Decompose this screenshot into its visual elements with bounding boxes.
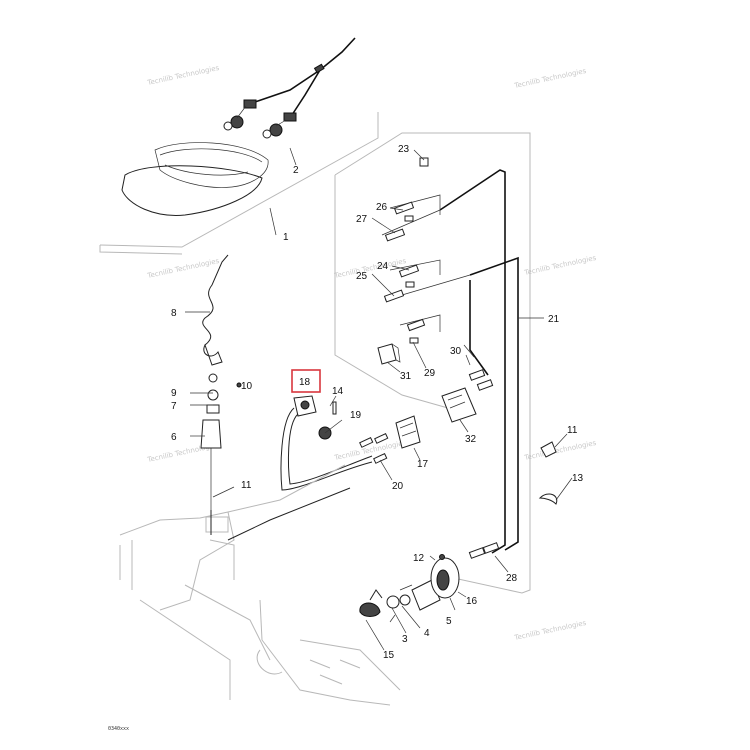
- callout-28: 28: [506, 573, 518, 584]
- callout-23: 23: [398, 144, 410, 155]
- leader-lines: [185, 147, 573, 651]
- callout-15: 15: [383, 650, 395, 661]
- callout-20: 20: [392, 481, 404, 492]
- callout-11-left: 11: [241, 480, 252, 491]
- terminals-group: [381, 157, 471, 344]
- callouts: 1 2 3 4 5 6 7 8 9 10 11 11 12 13 14 15 1…: [171, 144, 584, 661]
- callout-2: 2: [293, 165, 299, 176]
- callout-7: 7: [171, 401, 177, 412]
- callout-31: 31: [400, 371, 412, 382]
- callout-12: 12: [413, 553, 425, 564]
- callout-32: 32: [465, 434, 477, 445]
- highlight-box-18: [291, 369, 321, 393]
- tether-cord: [200, 254, 242, 510]
- callout-24: 24: [377, 261, 389, 272]
- callout-6: 6: [171, 432, 177, 443]
- connector-31: [377, 343, 401, 365]
- callout-1: 1: [283, 232, 289, 243]
- connector-28: [468, 542, 500, 559]
- callout-29: 29: [424, 368, 436, 379]
- callout-25: 25: [356, 271, 368, 282]
- switch-18: [280, 395, 373, 491]
- drawing-code: 0340xxx: [108, 726, 129, 732]
- watermark-8: Tecnilib Technologies: [523, 439, 598, 462]
- wiring-harness: [439, 169, 506, 554]
- parts-17-19-20: [318, 415, 421, 464]
- watermark-1: Tecnilib Technologies: [146, 64, 221, 87]
- callout-19: 19: [350, 410, 362, 421]
- callout-16: 16: [466, 596, 478, 607]
- callout-10: 10: [241, 381, 253, 392]
- callout-18: 18: [299, 377, 311, 388]
- callout-13: 13: [572, 473, 584, 484]
- callout-26: 26: [376, 202, 388, 213]
- ignition-switch: [359, 554, 460, 623]
- headlamp-frame: [99, 112, 379, 248]
- fasteners-11-13: [538, 441, 558, 505]
- watermark-2: Tecnilib Technologies: [513, 67, 588, 90]
- callout-5: 5: [446, 616, 452, 627]
- watermark-5: Tecnilib Technologies: [523, 254, 598, 277]
- callout-17: 17: [417, 459, 429, 470]
- callout-8: 8: [171, 308, 177, 319]
- chassis-frame: [119, 464, 401, 706]
- callout-9: 9: [171, 388, 177, 399]
- callout-21: 21: [548, 314, 560, 325]
- watermark-3: Tecnilib Technologies: [146, 257, 221, 280]
- callout-30: 30: [450, 346, 462, 357]
- headlamp-assembly: [121, 142, 269, 216]
- terminals-30: [468, 369, 494, 391]
- watermark-9: Tecnilib Technologies: [513, 619, 588, 642]
- callout-4: 4: [424, 628, 430, 639]
- callout-3: 3: [402, 634, 408, 645]
- bulb-harness: [223, 37, 356, 139]
- callout-27: 27: [356, 214, 368, 225]
- switch-panel-frame: [334, 132, 531, 594]
- callout-14: 14: [332, 386, 344, 397]
- connector-32: [441, 387, 477, 423]
- callout-11-right: 11: [567, 425, 578, 436]
